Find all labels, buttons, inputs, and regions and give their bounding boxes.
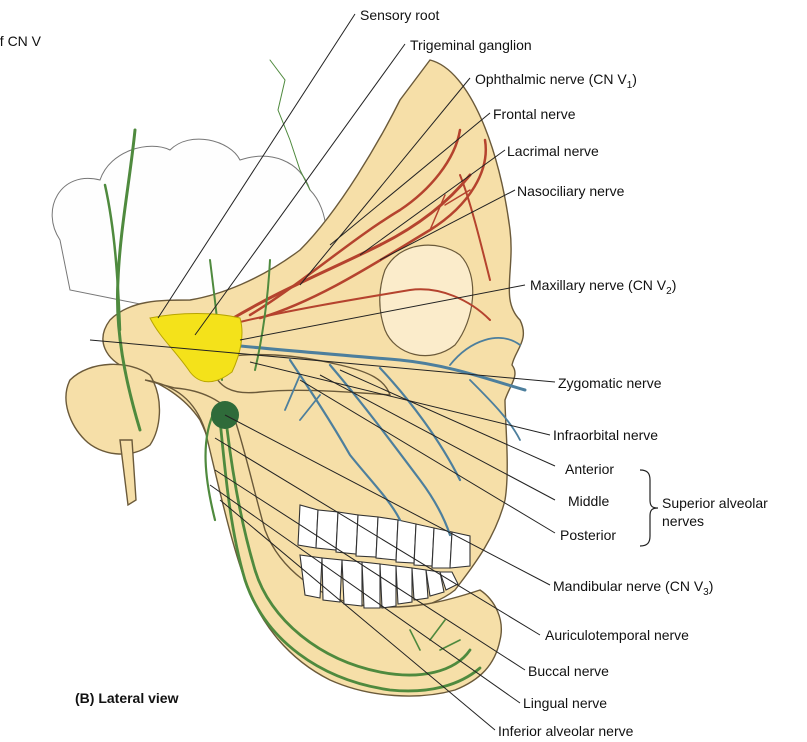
label-superior-alveolar-nerves-line1: Superior alveolar: [662, 495, 768, 511]
label-infraorbital-nerve: Infraorbital nerve: [553, 427, 658, 443]
label-sensory-root: Sensory root: [360, 7, 439, 23]
label-lingual-nerve: Lingual nerve: [523, 695, 607, 711]
view-label: (B) Lateral view: [75, 690, 179, 706]
superior-alveolar-bracket: [640, 470, 658, 546]
label-zygomatic-nerve: Zygomatic nerve: [558, 375, 662, 391]
label-ophthalmic-nerve: Ophthalmic nerve (CN V1): [475, 71, 637, 91]
label-inferior-alveolar-nerve: Inferior alveolar nerve: [498, 723, 634, 739]
label-trigeminal-ganglion: Trigeminal ganglion: [410, 37, 532, 53]
label-mandibular-nerve: Mandibular nerve (CN V3): [553, 578, 713, 598]
label-frontal-nerve: Frontal nerve: [493, 106, 576, 122]
label-middle: Middle: [568, 493, 609, 509]
label-maxillary-nerve: Maxillary nerve (CN V2): [530, 277, 676, 297]
header-caption: of CN V: [0, 33, 42, 49]
mastoid-region: [66, 364, 159, 454]
label-posterior: Posterior: [560, 527, 616, 543]
skull-illustration: [52, 60, 523, 696]
orbit: [380, 245, 473, 355]
label-buccal-nerve: Buccal nerve: [528, 663, 609, 679]
label-anterior: Anterior: [565, 461, 614, 477]
label-lacrimal-nerve: Lacrimal nerve: [507, 143, 599, 159]
label-nasociliary-nerve: Nasociliary nerve: [517, 183, 625, 199]
label-superior-alveolar-nerves-line2: nerves: [662, 513, 704, 529]
label-auriculotemporal-nerve: Auriculotemporal nerve: [545, 627, 689, 643]
